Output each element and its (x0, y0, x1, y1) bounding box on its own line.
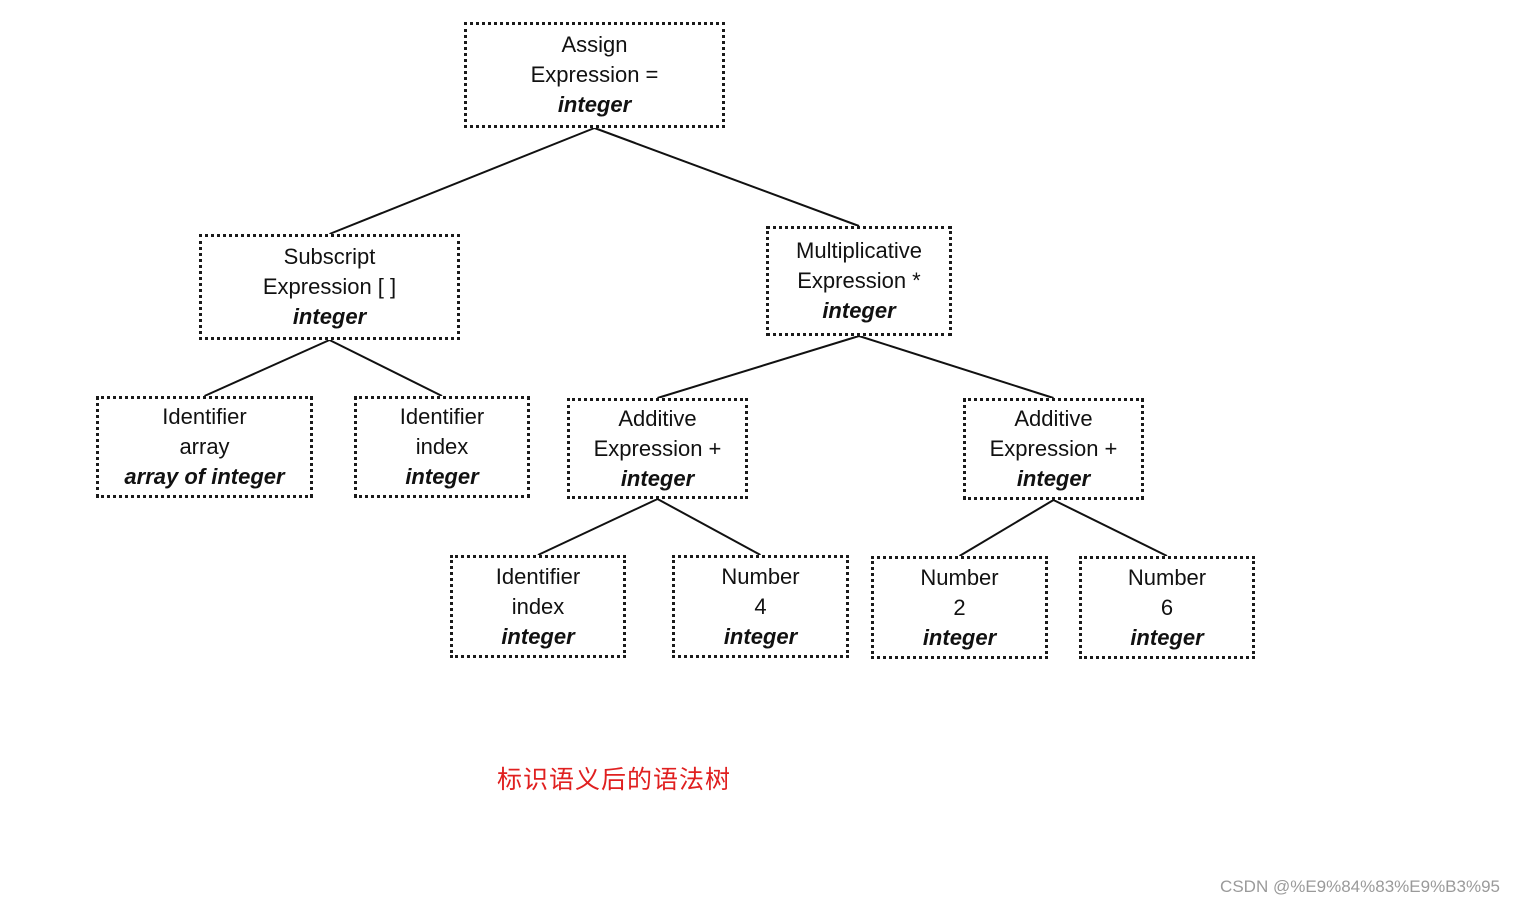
edge-additive-right-to-number-6 (1053, 499, 1168, 557)
edge-additive-left-to-number-4 (657, 498, 761, 556)
node-number-2: Number 2 integer (871, 556, 1048, 659)
node-type: integer (557, 92, 632, 117)
node-detail: Expression + (593, 435, 722, 461)
node-kind: Identifier (162, 404, 247, 429)
node-type: integer (405, 464, 479, 489)
node-identifier-array: Identifier array array of integer (96, 396, 313, 498)
node-detail: 4 (754, 593, 767, 619)
node-detail: Expression * (797, 268, 921, 293)
node-kind: Number (721, 563, 800, 589)
node-detail: 6 (1160, 594, 1174, 620)
watermark: CSDN @%E9%84%83%E9%B3%95 (1220, 877, 1500, 896)
node-type: integer (1016, 466, 1091, 491)
edge-subscript-to-identifier-array (204, 339, 330, 397)
node-kind: Identifier (399, 404, 485, 429)
node-type: integer (292, 304, 367, 329)
node-kind: Subscript (283, 244, 376, 269)
node-kind: Multiplicative (796, 238, 922, 263)
node-detail: Expression = (530, 62, 659, 87)
node-type: integer (620, 465, 695, 491)
node-detail: 2 (953, 594, 966, 620)
edge-assign-to-subscript (329, 127, 595, 235)
node-type: integer (1130, 624, 1204, 650)
node-identifier-index-2: Identifier index integer (450, 555, 626, 658)
node-type: integer (922, 624, 997, 650)
node-kind: Assign (561, 32, 628, 57)
node-identifier-index-1: Identifier index integer (354, 396, 530, 498)
diagram-caption: 标识语义后的语法树 (497, 765, 732, 794)
edge-assign-to-multiplicative (594, 127, 860, 227)
node-detail: index (511, 593, 565, 619)
node-detail: Expression [ ] (262, 274, 397, 299)
edge-multiplicative-to-additive-right (858, 335, 1054, 399)
node-kind: Number (1127, 564, 1207, 590)
node-number-6: Number 6 integer (1079, 556, 1255, 659)
edge-additive-left-to-identifier-index-2 (537, 498, 658, 556)
node-kind: Additive (618, 405, 697, 431)
edge-subscript-to-identifier-index-1 (329, 339, 443, 397)
node-kind: Number (920, 564, 999, 590)
node-type: integer (723, 623, 798, 649)
edge-additive-right-to-number-2 (958, 499, 1055, 557)
node-number-4: Number 4 integer (672, 555, 849, 658)
node-kind: Identifier (495, 563, 581, 589)
node-kind: Additive (1014, 406, 1093, 431)
node-type: integer (822, 298, 896, 323)
node-detail: array (179, 434, 230, 459)
edge-multiplicative-to-additive-left (657, 335, 860, 399)
node-type: integer (501, 623, 575, 649)
node-type: array of integer (124, 464, 285, 489)
node-detail: index (415, 434, 469, 459)
node-detail: Expression + (989, 436, 1118, 461)
